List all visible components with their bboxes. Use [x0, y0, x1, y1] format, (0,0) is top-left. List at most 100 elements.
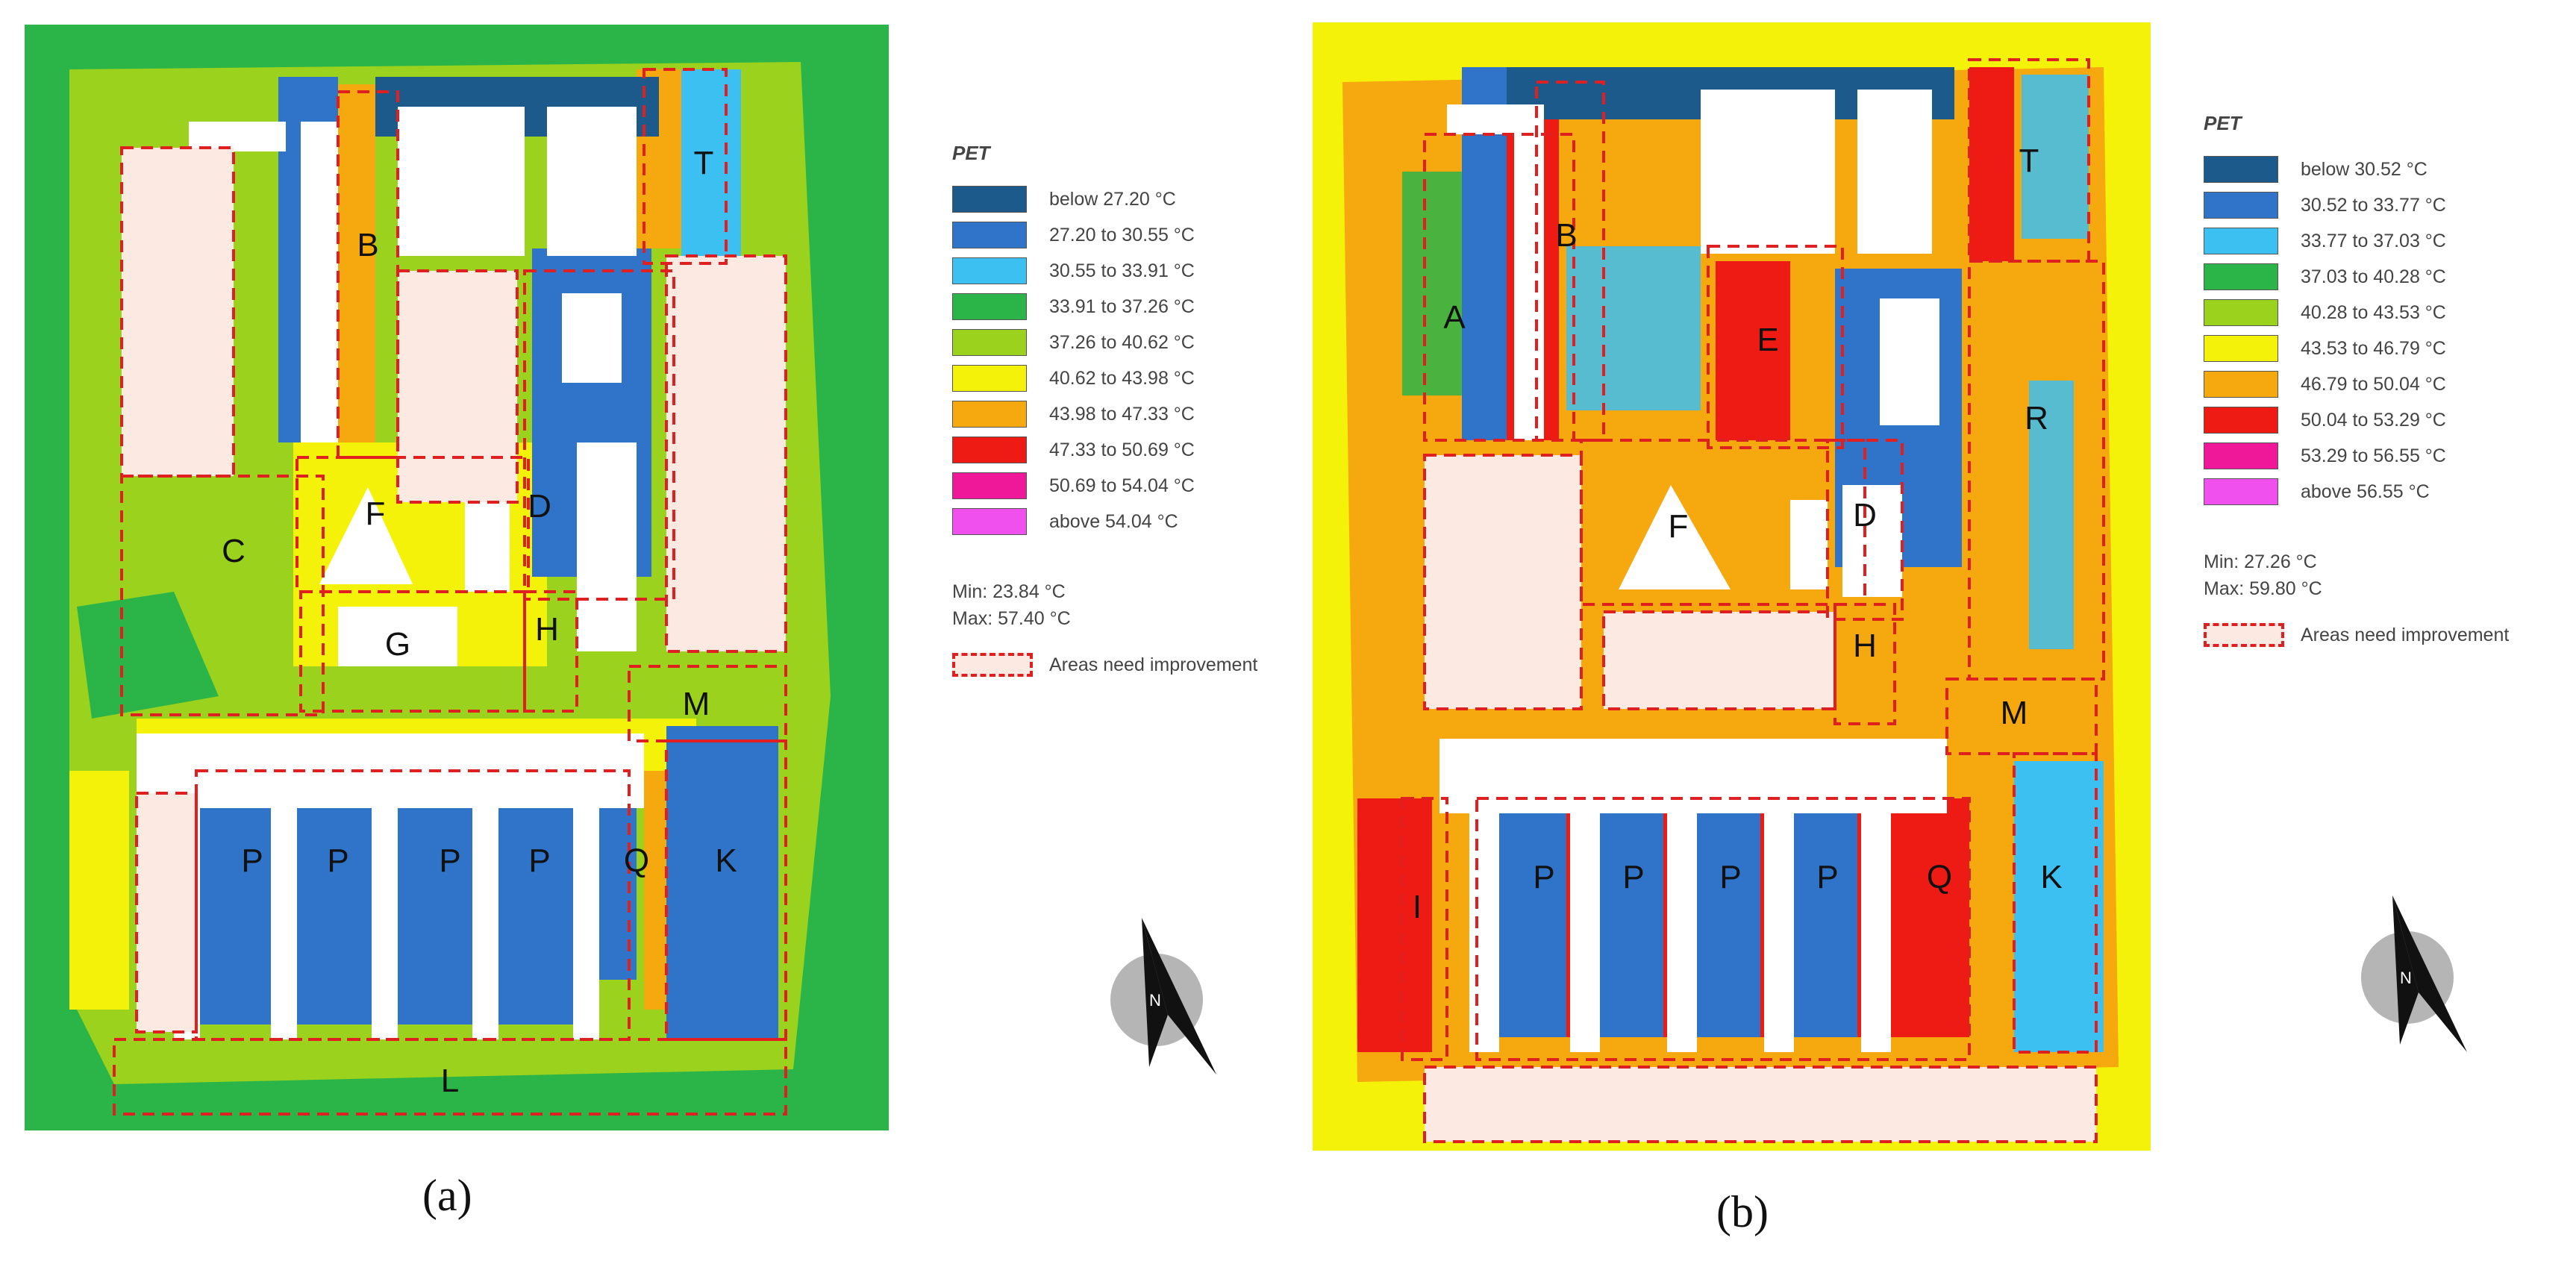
legend-swatch	[952, 508, 1027, 535]
legend-label: below 27.20 °C	[1049, 188, 1176, 210]
legend-row: 40.62 to 43.98 °C	[952, 360, 1257, 396]
building	[1790, 500, 1828, 589]
legend-row: 46.79 to 50.04 °C	[2204, 366, 2509, 402]
area-label: F	[366, 495, 386, 532]
area-label: C	[222, 533, 246, 569]
legend-label: 33.91 to 37.26 °C	[1049, 295, 1195, 317]
panel-b: T A B E R F D H M I P P P P Q K PET belo…	[1288, 0, 2576, 1270]
legend-row: 37.03 to 40.28 °C	[2204, 259, 2509, 295]
shade-blue	[1596, 798, 1663, 1037]
building	[1880, 298, 1939, 425]
legend-label: above 54.04 °C	[1049, 510, 1178, 532]
building	[1857, 90, 1932, 254]
building	[1861, 813, 1891, 1052]
legend-swatch	[2204, 442, 2278, 469]
area-label: G	[385, 626, 410, 663]
building	[338, 607, 457, 666]
legend-row: 50.69 to 54.04 °C	[952, 468, 1257, 504]
building	[398, 107, 525, 256]
legend-swatch	[2204, 299, 2278, 326]
caption-a: (a)	[422, 1171, 472, 1220]
area-label: Q	[624, 842, 649, 879]
improvement-area	[1826, 439, 1904, 621]
area-label: M	[683, 686, 710, 722]
area-label: D	[528, 488, 551, 525]
area-label: H	[535, 611, 559, 648]
caption-b: (b)	[1716, 1187, 1769, 1236]
area-label: B	[357, 227, 378, 263]
legend-label: 37.03 to 40.28 °C	[2301, 266, 2446, 287]
legend-title: PET	[952, 142, 990, 164]
building	[577, 442, 637, 651]
shade-blue	[1790, 798, 1857, 1037]
legend-swatch	[952, 293, 1027, 320]
legend-swatch	[952, 472, 1027, 499]
shade-cyan	[681, 69, 741, 263]
hot-zone	[1969, 67, 2014, 261]
legend-items: below 27.20 °C 27.20 to 30.55 °C 30.55 t…	[952, 181, 1257, 539]
legend-label: 50.69 to 54.04 °C	[1049, 475, 1195, 496]
legend-row: 43.53 to 46.79 °C	[2204, 331, 2509, 366]
legend-row: 33.77 to 37.03 °C	[2204, 223, 2509, 259]
improvement-area	[1535, 81, 1605, 442]
building	[1764, 813, 1794, 1052]
improvement-area	[296, 456, 530, 593]
area-label: M	[2001, 695, 2028, 731]
legend-row: 50.04 to 53.29 °C	[2204, 402, 2509, 438]
area-label: F	[1669, 508, 1689, 545]
building	[301, 122, 338, 442]
area-label: D	[1853, 497, 1877, 534]
legend-swatch	[2204, 228, 2278, 254]
min-max: Min: 27.26 °C Max: 59.80 °C	[2204, 548, 2509, 602]
legend-label: 50.04 to 53.29 °C	[2301, 409, 2446, 431]
area-label: R	[2025, 400, 2048, 437]
legend-row: 47.33 to 50.69 °C	[952, 432, 1257, 468]
improvement-area	[1968, 260, 2105, 681]
legend-swatch	[2204, 478, 2278, 505]
legend-swatch	[952, 257, 1027, 284]
improvement-area	[643, 68, 728, 265]
building	[1439, 739, 1947, 813]
improvement-area	[523, 269, 675, 601]
legend-label: 37.26 to 40.62 °C	[1049, 331, 1195, 353]
building	[1570, 813, 1600, 1052]
legend-items: below 30.52 °C 30.52 to 33.77 °C 33.77 t…	[2204, 151, 2509, 510]
improvement-area	[1707, 245, 1844, 449]
building	[1469, 813, 1499, 1052]
legend-label: below 30.52 °C	[2301, 158, 2427, 180]
legend-row: 37.26 to 40.62 °C	[952, 325, 1257, 360]
improvement-area	[523, 590, 578, 713]
legend-swatch	[2204, 335, 2278, 362]
compass-letter: N	[2400, 969, 2412, 987]
legend-label: 33.77 to 37.03 °C	[2301, 230, 2446, 251]
legend-swatch	[2204, 371, 2278, 398]
legend-row: 33.91 to 37.26 °C	[952, 289, 1257, 325]
legend-label: 40.28 to 43.53 °C	[2301, 301, 2446, 323]
legend-swatch	[952, 329, 1027, 356]
hot-zone	[1887, 798, 1969, 1037]
improvement-swatch	[2204, 623, 2284, 647]
hot-zone	[1716, 261, 1790, 440]
area-label: P	[1622, 859, 1644, 895]
legend-swatch	[952, 186, 1027, 213]
vegetation-patch	[2022, 75, 2089, 239]
area-label: P	[1719, 859, 1741, 895]
legend-row: 27.20 to 30.55 °C	[952, 217, 1257, 253]
legend-label: 40.62 to 43.98 °C	[1049, 367, 1195, 389]
improvement-label: Areas need improvement	[1049, 654, 1258, 675]
legend-row: 43.98 to 47.33 °C	[952, 396, 1257, 432]
improvement-area	[396, 269, 519, 504]
improvement-area	[628, 665, 787, 742]
area-label: H	[1853, 628, 1877, 664]
compass-letter: N	[1149, 991, 1161, 1010]
yellow-zone	[69, 771, 129, 1010]
hot-zone	[1357, 798, 1432, 1052]
improvement-area	[337, 90, 399, 459]
legend-label: 43.53 to 46.79 °C	[2301, 337, 2446, 359]
area-label: P	[327, 842, 348, 879]
improvement-area	[195, 769, 631, 1041]
north-arrow-icon: N	[1110, 918, 1216, 1075]
area-label: B	[1555, 217, 1577, 254]
legend-row: 30.55 to 33.91 °C	[952, 253, 1257, 289]
north-arrow-icon: N	[2361, 895, 2467, 1052]
